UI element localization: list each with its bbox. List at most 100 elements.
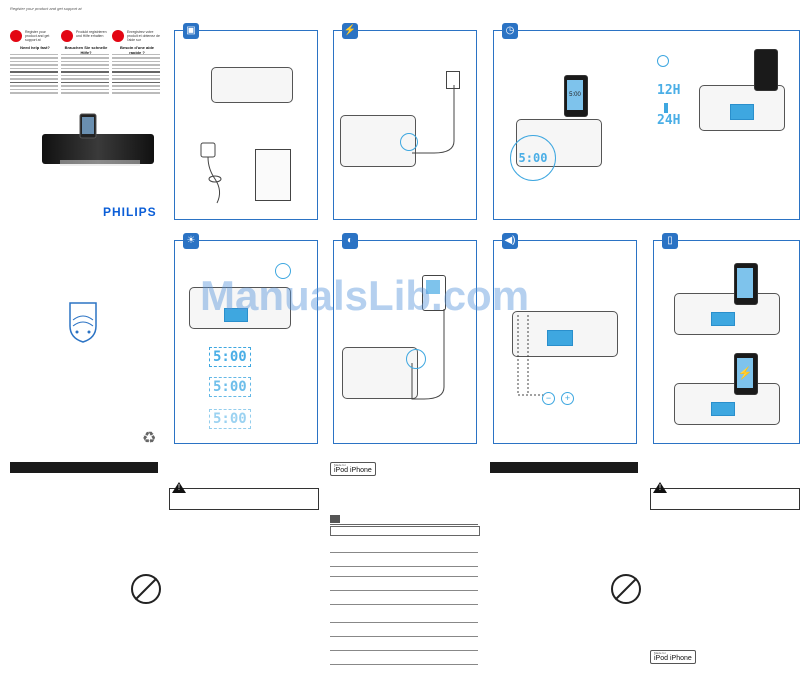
mode-24h-label: 24H <box>657 113 681 128</box>
table-rule <box>330 604 478 605</box>
warning-icon: ! <box>172 482 186 493</box>
power-cable-illustration <box>412 85 455 154</box>
audio-in-icon: ◐ <box>342 233 358 249</box>
register-header: Produkt registrieren und Hilfe erhalten <box>76 30 107 38</box>
panel-audio-in: ◐ <box>333 233 477 444</box>
plug-icon: ⚡ <box>342 23 358 39</box>
register-header: Register your product and get support at <box>25 30 50 42</box>
panel-volume: ◀) − + <box>493 233 637 444</box>
docking-speaker-illustration <box>211 67 293 103</box>
panel-box-contents: ▣ <box>174 23 318 220</box>
philips-register-icon <box>112 30 124 42</box>
section-bar <box>10 462 158 473</box>
volume-leader-lines <box>517 315 544 396</box>
lcd-display <box>224 308 248 322</box>
charging-icon: ⚡ <box>737 358 753 388</box>
philips-logo: PHILIPS <box>103 205 157 219</box>
clock-time: 5:00 <box>518 151 548 165</box>
ipod-label: iPod <box>334 467 349 474</box>
note-header <box>330 515 478 525</box>
lcd-display <box>711 312 735 326</box>
brightness-level-high: 5:00 <box>209 347 251 367</box>
philips-register-icon <box>61 30 73 42</box>
aux-in-callout <box>406 349 426 369</box>
watermark: ManualsLib.com <box>200 272 530 319</box>
note-icon <box>330 515 340 523</box>
table-rule <box>330 650 478 651</box>
phone-clock-time: 5:00 <box>567 80 583 110</box>
made-for-label: Made for <box>334 463 346 467</box>
wall-outlet-illustration <box>446 71 460 89</box>
table-rule <box>330 622 478 623</box>
brightness-icon: ☀ <box>183 233 199 249</box>
docking-speaker-illustration <box>674 293 780 335</box>
docking-speaker-illustration <box>512 311 618 357</box>
docking-speaker-illustration <box>699 85 785 131</box>
power-adapter-illustration <box>200 142 222 204</box>
table-rule <box>330 566 478 567</box>
table-rule <box>330 590 478 591</box>
made-for-ipod-badge: Made for iPod iPhone <box>650 650 696 664</box>
clock-button-callout <box>657 55 669 67</box>
register-text-lines <box>61 54 109 96</box>
warning-box: ! <box>650 482 800 510</box>
register-text-lines <box>10 54 58 96</box>
panel-phone-dock: ▯ ⚡ <box>653 233 800 444</box>
brightness-level-low: 5:00 <box>209 409 251 429</box>
lcd-display <box>730 104 754 120</box>
volume-icon: ◀) <box>502 233 518 249</box>
music-screen <box>737 268 753 298</box>
register-text-lines <box>112 54 160 96</box>
power-socket-callout <box>400 133 418 151</box>
no-use-icon <box>131 574 161 604</box>
iphone-illustration <box>754 49 778 91</box>
product-photo <box>42 113 154 166</box>
iphone-illustration: 5:00 <box>564 75 588 117</box>
panel-power: ⚡ <box>333 23 477 220</box>
mp3-player-illustration <box>422 275 446 311</box>
table-rule <box>330 552 478 553</box>
warning-box: ! <box>169 482 319 510</box>
iphone-label: iPhone <box>349 467 372 474</box>
panel-brightness: ☀ 5:00 5:00 5:00 <box>174 233 318 444</box>
mode-toggle-arrow <box>664 103 668 113</box>
lcd-display <box>711 402 735 416</box>
docking-speaker-illustration <box>189 287 291 329</box>
register-header: Enregistrez votre produit et obtenez de … <box>127 30 160 42</box>
register-box-de: Produkt registrieren und Hilfe erhalten … <box>61 30 109 150</box>
brightness-button-callout <box>275 263 291 279</box>
clock-callout: 5:00 <box>510 135 556 181</box>
register-title: Need help fast? <box>20 45 50 50</box>
section-bar <box>490 462 638 473</box>
docking-speaker-illustration <box>674 383 780 425</box>
register-title: Besoin d'une aide rapide ? <box>119 45 155 55</box>
volume-down-button: − <box>542 392 555 405</box>
cover-column: Register your product and get support at… <box>0 0 166 683</box>
player-screen <box>426 280 440 294</box>
note-box <box>330 526 480 536</box>
table-rule <box>330 576 478 577</box>
mode-12h-label: 12H <box>657 83 681 98</box>
audio-cable-illustration <box>411 309 445 400</box>
volume-up-button: + <box>561 392 574 405</box>
no-use-icon <box>611 574 641 604</box>
brightness-level-mid: 5:00 <box>209 377 251 397</box>
iphone-illustration: ⚡ <box>734 353 758 395</box>
ipod-label: iPod <box>654 655 669 662</box>
register-box-en: Register your product and get support at… <box>10 30 58 150</box>
warning-icon: ! <box>653 482 667 493</box>
panel-clock: ◷ 5:00 5:00 12H 24H <box>493 23 800 220</box>
box-icon: ▣ <box>183 23 199 39</box>
made-for-label: Made for <box>654 651 666 655</box>
docking-speaker-illustration <box>342 347 418 399</box>
register-box-fr: Enregistrez votre produit et obtenez de … <box>112 30 160 150</box>
register-tagline: Register your product and get support at <box>10 6 82 11</box>
table-rule <box>330 664 478 665</box>
iphone-label: iPhone <box>669 655 692 662</box>
table-rule <box>330 636 478 637</box>
manual-illustration <box>255 149 291 201</box>
recycle-icon: ♻ <box>142 430 157 447</box>
philips-register-icon <box>10 30 22 42</box>
clock-icon: ◷ <box>502 23 518 39</box>
register-title: Brauchen Sie schnelle Hilfe? <box>64 45 108 55</box>
